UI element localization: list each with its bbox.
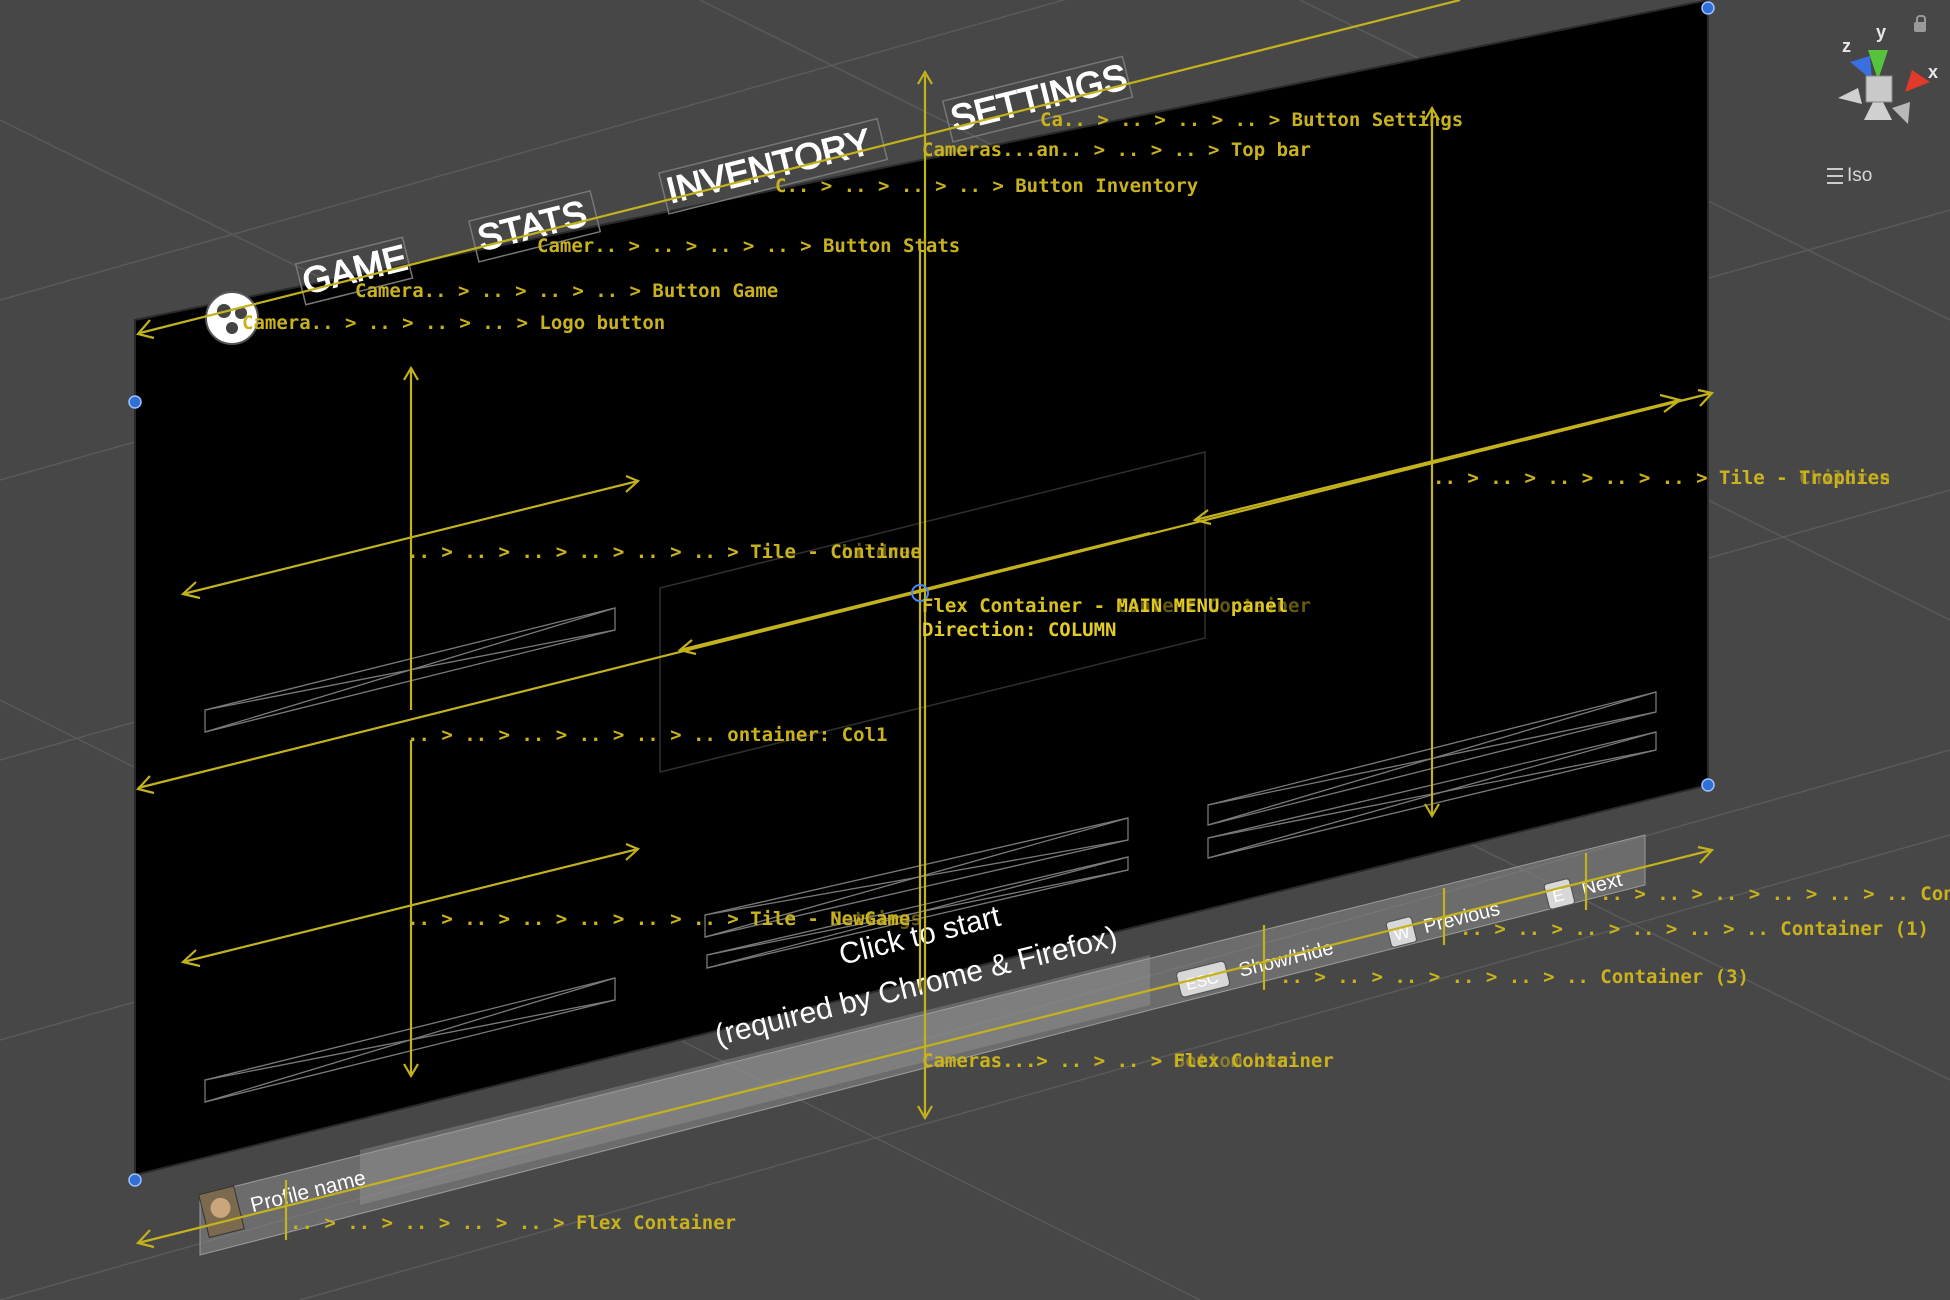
wireframe-tiles [204, 607, 1657, 1103]
label-tile-continue: .. > .. > .. > .. > .. > .. > Tile - Con… [407, 541, 922, 563]
handle-top-right[interactable] [1701, 1, 1715, 15]
handle-top-left[interactable] [128, 395, 142, 409]
layout-gizmos [137, 0, 1713, 1245]
label-tile-children: .. > .. > .. > .. > .. > Tile - Children [1433, 467, 1891, 489]
label-top-bar: Cameras...an.. > .. > .. > Top bar [922, 139, 1311, 161]
w-key-icon [1385, 916, 1418, 948]
label-content-container: Flex Container - Content Container [922, 595, 1311, 617]
label-main-menu-panel: Flex Container - MAIN MENU panel [922, 595, 1288, 617]
gizmo-arrows [135, 69, 1715, 1249]
label-container-col1: .. > .. > .. > .. > .. > .. ontainer: Co… [407, 724, 887, 746]
label-button-game: Camera.. > .. > .. > .. > Button Game [355, 280, 778, 302]
button-settings-frame[interactable] [941, 55, 1134, 143]
esc-key-icon [1175, 960, 1231, 998]
label-tile-settings: .. > .. > .. > .. > .. > .. > Tile - Set… [407, 908, 922, 930]
gizmo-neg-x-cone-icon [1838, 88, 1862, 104]
label-button-inventory: C.. > .. > .. > .. > Button Inventory [775, 175, 1198, 197]
gizmo-y-label: y [1876, 22, 1886, 42]
label-flex-container-profile: .. > .. > .. > .. > .. > Flex Container [290, 1212, 736, 1234]
label-tile-newgame: .. > .. > .. > .. > .. > .. > Tile - New… [407, 908, 910, 930]
gizmo-x-label: x [1928, 62, 1938, 82]
handle-bottom-right[interactable] [1701, 778, 1715, 792]
button-stats-frame[interactable] [467, 189, 602, 263]
label-button-stats: Camer.. > .. > .. > .. > Button Stats [537, 235, 960, 257]
button-game-frame[interactable] [294, 236, 414, 306]
label-tile-trophies: .. > .. > .. > .. > .. > Tile - Trophies [1433, 467, 1891, 489]
label-direction: Direction: COLUMN [922, 619, 1116, 641]
gizmo-y-cone-icon[interactable] [1868, 50, 1888, 80]
e-key-label: E [1551, 885, 1567, 906]
menu-icon [1827, 167, 1843, 184]
label-flex-container-bottom: Cameras...> .. > .. > Flex Container [922, 1050, 1334, 1072]
label-container-1: .. > .. > .. > .. > .. > .. Container (1… [1460, 918, 1929, 940]
gizmo-z-label: z [1842, 36, 1851, 56]
projection-mode-label: Iso [1847, 165, 1873, 186]
gizmo-neg-z-cone-icon [1892, 102, 1910, 124]
gizmo-center-cube-icon[interactable] [1865, 75, 1893, 103]
label-button-settings: Ca.. > .. > .. > .. > Button Settings [1040, 109, 1463, 131]
orientation-gizmo[interactable]: y z x [1800, 0, 1950, 210]
label-container-right: .. > .. > .. > .. > .. > .. Container ( [1600, 883, 1950, 905]
lock-icon[interactable] [1914, 15, 1926, 32]
logo-button[interactable] [205, 291, 259, 345]
bottom-bar[interactable] [199, 834, 1646, 1256]
gizmo-z-cone-icon[interactable] [1850, 56, 1872, 80]
label-logo-button: Camera.. > .. > .. > .. > Logo button [242, 312, 665, 334]
label-tile-children-2: .. > .. > .. > .. > .. > .. > Tile - Chi… [407, 541, 922, 563]
projection-toggle[interactable]: Iso [1827, 165, 1872, 187]
content-container-outline [659, 451, 1206, 773]
hierarchy-labels: Ca.. > .. > .. > .. > Button Settings Ca… [242, 109, 1950, 1234]
label-bottom-bar: Cameras...> .. > .. > Bottom bar [922, 1050, 1288, 1072]
gizmo-x-cone-icon[interactable] [1905, 70, 1930, 92]
gizmo-neg-y-cone-icon [1864, 92, 1892, 120]
handle-bottom-left[interactable] [128, 1173, 142, 1187]
button-inventory-frame[interactable] [657, 117, 889, 215]
tile-settings-wire [704, 817, 1129, 969]
label-container-3: .. > .. > .. > .. > .. > .. Container (3… [1280, 966, 1749, 988]
bottom-bar-inner [360, 955, 1150, 1205]
pivot-handle[interactable] [911, 584, 929, 602]
panel-handles[interactable] [128, 1, 1715, 1187]
logo-icon [205, 291, 259, 345]
